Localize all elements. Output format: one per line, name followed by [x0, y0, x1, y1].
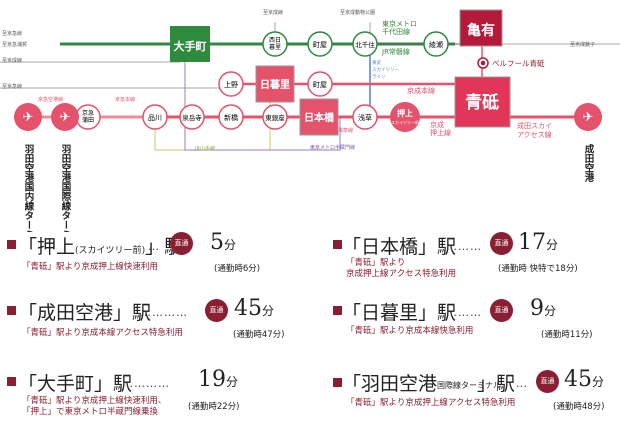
direct-badge: 直通 — [490, 232, 513, 255]
direct-badge: 直通 — [536, 370, 559, 393]
svg-text:至京成銚子: 至京成銚子 — [570, 41, 595, 48]
svg-text:押上線: 押上線 — [430, 128, 451, 137]
bullet-icon — [333, 240, 342, 249]
leader-dots: … — [516, 377, 528, 390]
svg-text:東京メトロ: 東京メトロ — [382, 19, 417, 28]
svg-text:至京急線: 至京急線 — [2, 30, 22, 37]
route-time: 9分 — [530, 296, 557, 321]
route-note: 「青砥」駅より京成押上線アクセス特急利用 — [346, 398, 516, 408]
route-time: 19分 — [198, 367, 239, 392]
svg-text:至京成線: 至京成線 — [263, 9, 283, 16]
bullet-icon — [333, 378, 342, 387]
svg-text:至京急浦賀: 至京急浦賀 — [2, 41, 27, 48]
leader-dots: … — [148, 240, 160, 253]
route-name-haneda: 「羽田空港国際線ターミナル」駅 — [342, 373, 516, 395]
svg-text:浅草: 浅草 — [358, 113, 372, 122]
svg-text:成田スカイ: 成田スカイ — [517, 121, 552, 130]
rush-time: (通勤時11分) — [541, 330, 593, 340]
svg-text:京急本線: 京急本線 — [115, 96, 135, 103]
svg-text:✈: ✈ — [60, 110, 71, 125]
rush-time: (通勤時6分) — [214, 264, 261, 274]
leader-dots: ……… — [446, 306, 482, 319]
svg-text:京急空港線: 京急空港線 — [38, 96, 63, 103]
route-note: 「青砥」駅より京成押上線快速利用 — [22, 262, 158, 272]
route-name-nippori: 「日暮里」駅 — [342, 302, 457, 324]
route-time: 17分 — [518, 230, 559, 255]
svg-text:羽田空港国内線ターミナル: 羽田空港国内線ターミナル — [23, 144, 35, 232]
svg-text:千代田線: 千代田線 — [382, 27, 410, 36]
svg-text:暮里: 暮里 — [269, 43, 281, 51]
svg-text:西日: 西日 — [269, 37, 281, 44]
svg-text:成田空港: 成田空港 — [583, 143, 595, 183]
svg-text:上野: 上野 — [224, 80, 238, 89]
svg-text:アクセス線: アクセス線 — [517, 130, 552, 139]
direct-badge: 直通 — [205, 299, 228, 322]
bullet-icon — [7, 377, 16, 386]
rush-time: (通勤時48分) — [553, 402, 605, 412]
route-time: 45分 — [234, 296, 275, 321]
svg-text:町屋: 町屋 — [313, 41, 327, 49]
svg-text:蒲田: 蒲田 — [82, 116, 94, 124]
route-name-narita: 「成田空港」駅 — [18, 302, 152, 324]
svg-text:✈: ✈ — [23, 110, 34, 125]
direct-badge: 直通 — [170, 232, 193, 255]
svg-text:羽田空港国際線ターミナル: 羽田空港国際線ターミナル — [60, 144, 72, 232]
route-note: 「青砥」駅より京成押上線アクセス特急利用 — [346, 258, 457, 279]
route-map: 都営浅草線 至京急線 至京急浦賀 至京成線 至京急線 至京成線 至京成動物公園 … — [0, 9, 620, 232]
svg-text:北千住: 北千住 — [355, 40, 375, 49]
route-note: 「青砥」駅より京成本線快急利用 — [346, 326, 474, 336]
leader-dots: ……… — [446, 240, 482, 253]
svg-text:日本橋: 日本橋 — [304, 111, 335, 124]
svg-text:スカイツリー: スカイツリー — [372, 67, 399, 73]
rush-time: (通勤時22分) — [188, 402, 240, 412]
svg-text:町屋: 町屋 — [313, 81, 327, 89]
leader-dots: ………… — [140, 306, 188, 319]
svg-text:スカイツリー前: スカイツリー前 — [391, 119, 419, 125]
svg-text:亀有: 亀有 — [467, 22, 495, 39]
route-time: 5分 — [210, 230, 237, 255]
svg-text:東武: 東武 — [372, 59, 381, 66]
svg-text:京成: 京成 — [430, 120, 444, 129]
svg-text:泉岳寺: 泉岳寺 — [182, 113, 202, 122]
bullet-icon — [7, 240, 16, 249]
svg-text:ベルフール青砥: ベルフール青砥 — [492, 58, 545, 68]
bullet-icon — [333, 306, 342, 315]
svg-text:綾瀬: 綾瀬 — [429, 40, 443, 49]
route-name-nihonbashi: 「日本橋」駅 — [342, 236, 457, 258]
svg-text:新橋: 新橋 — [224, 113, 238, 122]
svg-text:JR常磐線: JR常磐線 — [381, 47, 410, 56]
svg-text:青砥: 青砥 — [465, 92, 499, 113]
direct-badge: 直通 — [490, 299, 513, 322]
route-time: 45分 — [564, 367, 605, 392]
svg-text:京急: 京急 — [82, 109, 94, 117]
svg-text:ライン: ライン — [372, 74, 386, 80]
svg-text:押上: 押上 — [397, 108, 413, 118]
svg-text:日暮里: 日暮里 — [260, 78, 290, 91]
svg-text:東京メトロ半蔵門線: 東京メトロ半蔵門線 — [310, 144, 355, 151]
svg-text:京成本線: 京成本線 — [407, 86, 435, 95]
route-note: 「青砥」駅より京成押上線快速利用、「押上」で東京メトロ半蔵門線乗換 — [22, 396, 167, 417]
svg-text:品川: 品川 — [148, 114, 162, 122]
rush-time: (通勤時47分) — [233, 330, 285, 340]
route-note: 「青砥」駅より京成本線アクセス特急利用 — [22, 328, 183, 338]
svg-text:都営浅草線: 都営浅草線 — [328, 127, 353, 134]
route-name-otemachi: 「大手町」駅 — [18, 373, 133, 395]
svg-text:至京急線: 至京急線 — [2, 83, 22, 90]
svg-text:東銀座: 東銀座 — [265, 113, 285, 122]
leader-dots: ………… — [122, 377, 170, 390]
svg-text:✈: ✈ — [583, 110, 594, 125]
svg-text:大手町: 大手町 — [174, 39, 207, 53]
svg-text:至京成線: 至京成線 — [2, 57, 22, 64]
svg-text:至京成動物公園: 至京成動物公園 — [340, 9, 375, 16]
rush-time: (通勤時 快特で18分) — [498, 264, 578, 274]
svg-text:JR山手線: JR山手線 — [194, 145, 215, 152]
bullet-icon — [7, 306, 16, 315]
